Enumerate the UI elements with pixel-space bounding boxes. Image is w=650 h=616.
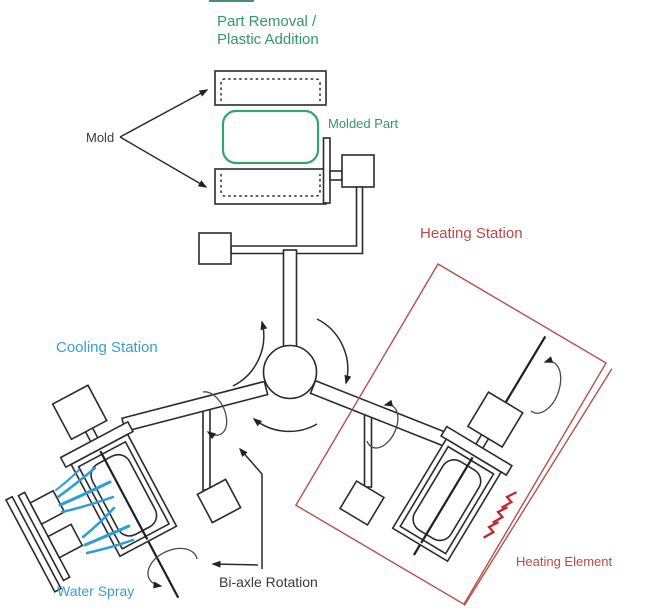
- water-spray-label: Water Spray: [57, 583, 135, 599]
- top-crop-remnant: [209, 0, 254, 2]
- molded-part-label: Molded Part: [328, 116, 399, 131]
- carousel-hub-and-arms: [121, 249, 452, 527]
- heating-arm-rotation-arrow-icon: [366, 399, 399, 449]
- cooling-motor-box: [51, 384, 108, 441]
- heating-axle-rotation-arrow-icon: [530, 356, 562, 414]
- heating-mold-assembly: [386, 335, 547, 566]
- cooling-station-title: Cooling Station: [56, 339, 158, 356]
- heating-motor-box: [466, 391, 524, 449]
- bi-axle-pointer-arm-icon: [239, 447, 263, 569]
- cooling-station: [4, 384, 228, 599]
- mold-bottom-half: [214, 168, 327, 205]
- plate-connector: [329, 170, 343, 181]
- spindle-motor-box: [341, 154, 375, 188]
- hub-rotation-arrow-bottom-icon: [252, 418, 318, 433]
- bi-axle-rotation-label: Bi-axle Rotation: [219, 574, 318, 590]
- mold-bottom-cavity-dashed: [220, 174, 321, 197]
- arm-top-pipe: [282, 249, 298, 348]
- heating-element-label: Heating Element: [516, 554, 613, 569]
- bi-axle-pointer-axis-icon: [211, 560, 259, 568]
- spray-nozzle-upper: [29, 489, 66, 526]
- carousel-hub: [262, 344, 318, 400]
- spray-rail: [4, 489, 84, 593]
- cooling-spindle-box: [196, 478, 242, 524]
- heat-bolt-icons: [482, 488, 518, 542]
- arm-cooling-pipe: [121, 380, 269, 433]
- cooling-arm-rotation-arrow-icon: [202, 391, 228, 440]
- heating-spindle-shaft: [363, 411, 373, 488]
- spray-nozzle-lower: [46, 523, 84, 559]
- callout-arrows: [119, 89, 263, 569]
- heating-spindle-box: [338, 479, 386, 527]
- part-removal-title: Part Removal /Plastic Addition: [217, 13, 319, 48]
- molded-part-shape: [221, 109, 320, 165]
- heating-station-title: Heating Station: [420, 225, 523, 242]
- part-removal-station: [198, 70, 375, 265]
- hub-rotation-arrow-left-icon: [232, 320, 268, 387]
- cooling-spindle-shaft: [202, 407, 211, 491]
- counterweight-box: [198, 232, 232, 265]
- mold-pointer-bottom-icon: [119, 136, 208, 188]
- mold-label: Mold: [86, 130, 115, 145]
- heating-station: [294, 263, 613, 606]
- oven-outline: [294, 263, 613, 606]
- hub-rotation-arrow-right-icon: [316, 318, 352, 385]
- cooling-axle-rotation-arrow-icon: [147, 547, 198, 589]
- mold-backplate: [322, 137, 331, 204]
- mold-top-half: [214, 70, 327, 106]
- mold-pointer-top-icon: [119, 89, 209, 138]
- water-spray-stream-icons: [55, 466, 135, 555]
- arm-heating-pipe: [309, 379, 452, 448]
